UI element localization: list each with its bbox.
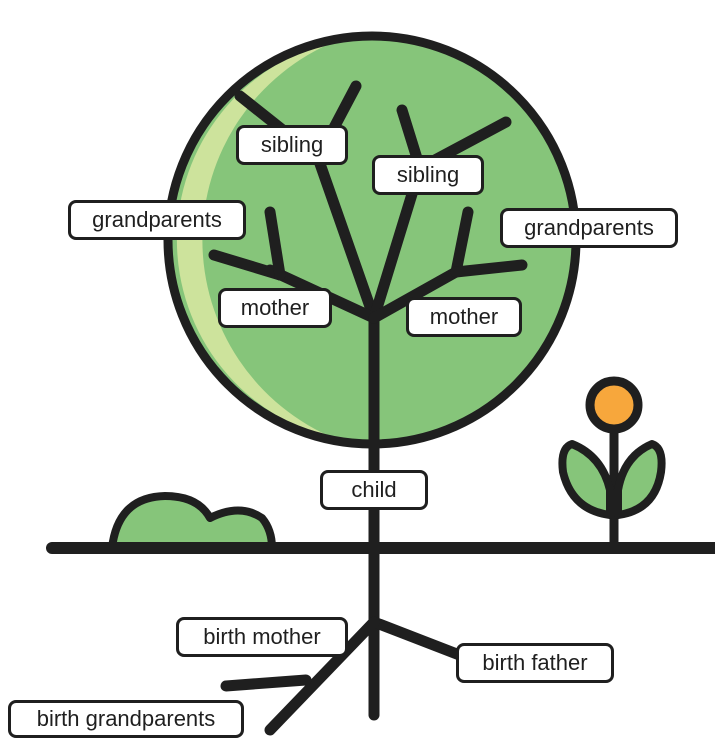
- label-mother-left: mother: [218, 288, 332, 328]
- root-birth-grandparents: [220, 674, 312, 692]
- flower-leaf-right: [614, 440, 666, 519]
- root-birth-mother: [264, 616, 380, 736]
- label-birth-father: birth father: [456, 643, 614, 683]
- twig-right-grandparents-a: [450, 206, 474, 278]
- twig-left-grandparents-a: [208, 249, 286, 281]
- branch-left-sibling: [312, 152, 380, 324]
- bush: [108, 492, 276, 552]
- label-grandparents-left: grandparents: [68, 200, 246, 240]
- root-birth-father: [368, 616, 468, 662]
- label-mother-right: mother: [406, 297, 522, 337]
- flower: [558, 376, 666, 553]
- branch-right-mother: [368, 266, 462, 324]
- canopy-highlight: [176, 41, 336, 439]
- twig-left-grandparents-b: [264, 206, 286, 281]
- label-sibling-left: sibling: [236, 125, 348, 165]
- bush-shape: [108, 492, 276, 552]
- flower-leaf-left: [558, 440, 614, 519]
- tree-roots: [220, 616, 468, 736]
- label-child: child: [320, 470, 428, 510]
- twig-right-grandparents-b: [450, 259, 528, 278]
- flower-head: [585, 376, 643, 434]
- label-grandparents-right: grandparents: [500, 208, 678, 248]
- label-birth-mother: birth mother: [176, 617, 348, 657]
- label-birth-grandparents: birth grandparents: [8, 700, 244, 738]
- label-sibling-right: sibling: [372, 155, 484, 195]
